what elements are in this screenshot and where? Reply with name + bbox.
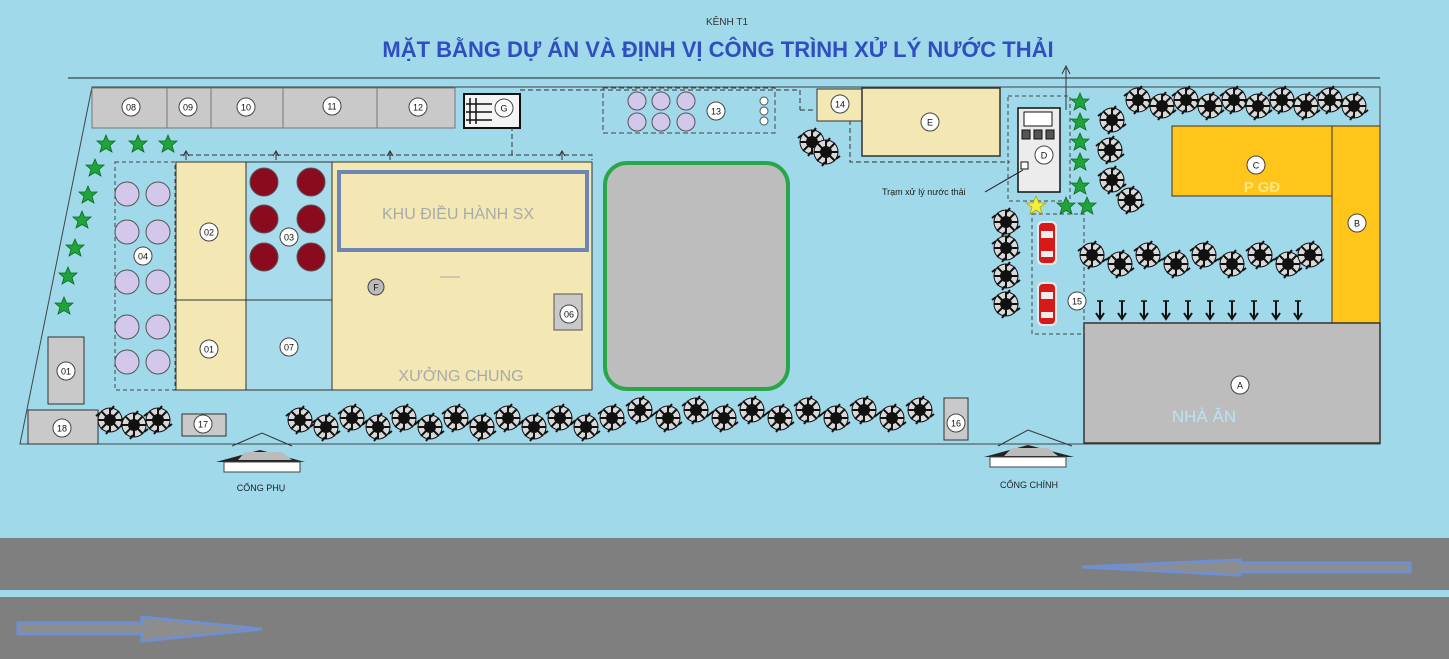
building-18 (27, 409, 99, 445)
marker-08: 08 (121, 97, 141, 117)
xuong-chung-label: XƯỞNG CHUNG (398, 366, 523, 385)
road-arrow-left (1081, 558, 1412, 577)
plan-title: MẶT BẰNG DỰ ÁN VÀ ĐỊNH VỊ CÔNG TRÌNH XỬ … (382, 37, 1053, 62)
marker-label: G (500, 104, 507, 114)
marker-label: 16 (951, 419, 961, 429)
marker-label: 01 (61, 367, 71, 377)
marker-label: 14 (835, 100, 845, 110)
marker-label: 15 (1072, 297, 1082, 307)
marker-label: 01 (204, 345, 214, 355)
marker-label: E (927, 118, 933, 128)
marker-12: 12 (408, 97, 428, 117)
nha-an-label: NHÀ ĂN (1172, 407, 1236, 426)
marker-17: 17 (193, 414, 213, 434)
down-arrows (1095, 300, 1303, 320)
marker-label: D (1041, 151, 1048, 161)
markers: 08 09 10 11 12 13 14 G E D C B A 04 02 03 01 07 F 06 01 18 17 1… (52, 94, 1367, 438)
marker-label: A (1237, 381, 1243, 391)
gate-phu-swing (231, 432, 293, 447)
khu-dieu-hanh-box (337, 170, 589, 252)
building-b (1331, 125, 1381, 324)
marker-01b: 01 (199, 339, 219, 359)
marker-02: 02 (199, 222, 219, 242)
marker-15: 15 (1067, 291, 1087, 311)
canal-label: KÊNH T1 (706, 15, 748, 28)
treatment-station-label: Trạm xử lý nước thải (882, 187, 966, 197)
central-yard (603, 161, 790, 391)
marker-07: 07 (279, 337, 299, 357)
marker-09: 09 (178, 97, 198, 117)
marker-label: 10 (241, 103, 251, 113)
marker-e: E (920, 112, 940, 132)
marker-01a: 01 (56, 361, 76, 381)
marker-label: 17 (198, 420, 208, 430)
marker-label: 03 (284, 233, 294, 243)
gate-phu-label: CỔNG PHỤ (237, 482, 286, 493)
marker-label: 13 (711, 107, 721, 117)
parking-15 (1031, 213, 1085, 335)
marker-13: 13 (706, 101, 726, 121)
khu-dieu-hanh-label: KHU ĐIỀU HÀNH SX (382, 204, 534, 223)
gate-phu-arrow (216, 450, 305, 473)
yellow-star (1024, 194, 1048, 215)
gate-chinh-label: CỔNG CHÍNH (1000, 479, 1058, 490)
marker-g: G (494, 98, 514, 118)
pipe-network (180, 89, 1010, 163)
marker-03: 03 (279, 227, 299, 247)
tank-area-13 (602, 87, 776, 134)
marker-18: 18 (52, 418, 72, 438)
marker-c: C (1246, 155, 1266, 175)
purple-tanks-04 (114, 181, 171, 375)
marker-14: 14 (830, 94, 850, 114)
marker-04: 04 (133, 246, 153, 266)
marker-label: 02 (204, 228, 214, 238)
marker-label: 08 (126, 103, 136, 113)
marker-label: 07 (284, 343, 294, 353)
flow-arrows (182, 150, 566, 160)
marker-06: 06 (559, 304, 579, 324)
tank-area-04 (114, 161, 176, 391)
marker-label: F (373, 283, 379, 293)
marker-10: 10 (236, 97, 256, 117)
marker-d: D (1034, 145, 1054, 165)
marker-label: 09 (183, 103, 193, 113)
marker-label: 04 (138, 252, 148, 262)
marker-label: 06 (564, 310, 574, 320)
outflow-arrow (1061, 64, 1071, 110)
marker-label: 18 (57, 424, 67, 434)
gate-chinh-swing (997, 429, 1073, 447)
treatment-area-outline (1007, 95, 1071, 202)
gate-chinh-arrow (984, 445, 1074, 468)
red-tanks-03 (249, 167, 326, 272)
road-arrow-right (16, 615, 263, 643)
marker-11: 11 (322, 96, 342, 116)
building-xuong-chung (331, 161, 593, 391)
marker-f: F (367, 278, 385, 296)
site-boundary (19, 86, 1381, 445)
marker-b: B (1347, 213, 1367, 233)
marker-label: C (1253, 161, 1260, 171)
marker-label: B (1354, 219, 1360, 229)
p-gd-label: P GĐ (1244, 179, 1281, 196)
marker-label: 12 (413, 103, 423, 113)
marker-16: 16 (946, 413, 966, 433)
marker-a: A (1230, 375, 1250, 395)
marker-label: 11 (327, 102, 336, 112)
